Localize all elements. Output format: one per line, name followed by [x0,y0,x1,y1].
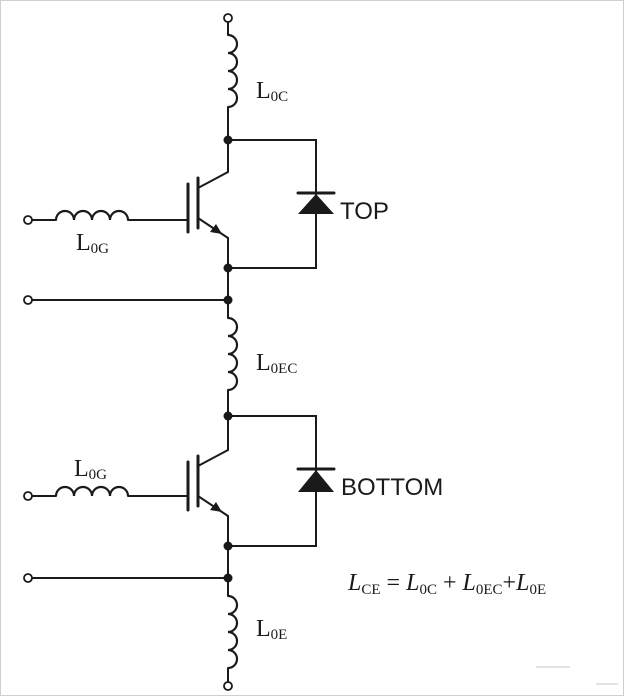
top-igbt-emitter-arrow [210,224,222,234]
wire-bottom-diode-loop [227,415,317,547]
label-l0e: L0E [256,616,287,643]
mid-terminal [23,295,33,305]
inductor-l0g-top [54,209,130,221]
bottom-gate-terminal [23,491,33,501]
top-gate-terminal [23,215,33,225]
wire-top-diode-loop [227,139,317,269]
lower-terminal [23,573,33,583]
inductor-l0e [227,594,239,670]
label-l0g-top: L0G [76,230,109,257]
top-igbt-collector-arm [197,171,229,189]
bottom-igbt-collector-arm [197,449,229,467]
label-top: TOP [340,198,389,225]
inductor-l0c [227,33,239,109]
label-l0ec: L0EC [256,350,297,377]
label-l0g-bottom: L0G [74,456,107,483]
label-bottom: BOTTOM [341,474,443,501]
equation-lce: LCE = L0C + L0EC+L0E [347,570,546,598]
collector-terminal [223,13,233,23]
label-l0c: L0C [256,78,288,105]
bottom-diode-triangle [298,470,334,492]
emitter-terminal [223,681,233,691]
top-diode-triangle [298,194,334,214]
inductor-l0g-bottom [54,485,130,497]
inductor-l0ec [227,316,239,392]
bottom-igbt-emitter-arrow [210,502,222,512]
